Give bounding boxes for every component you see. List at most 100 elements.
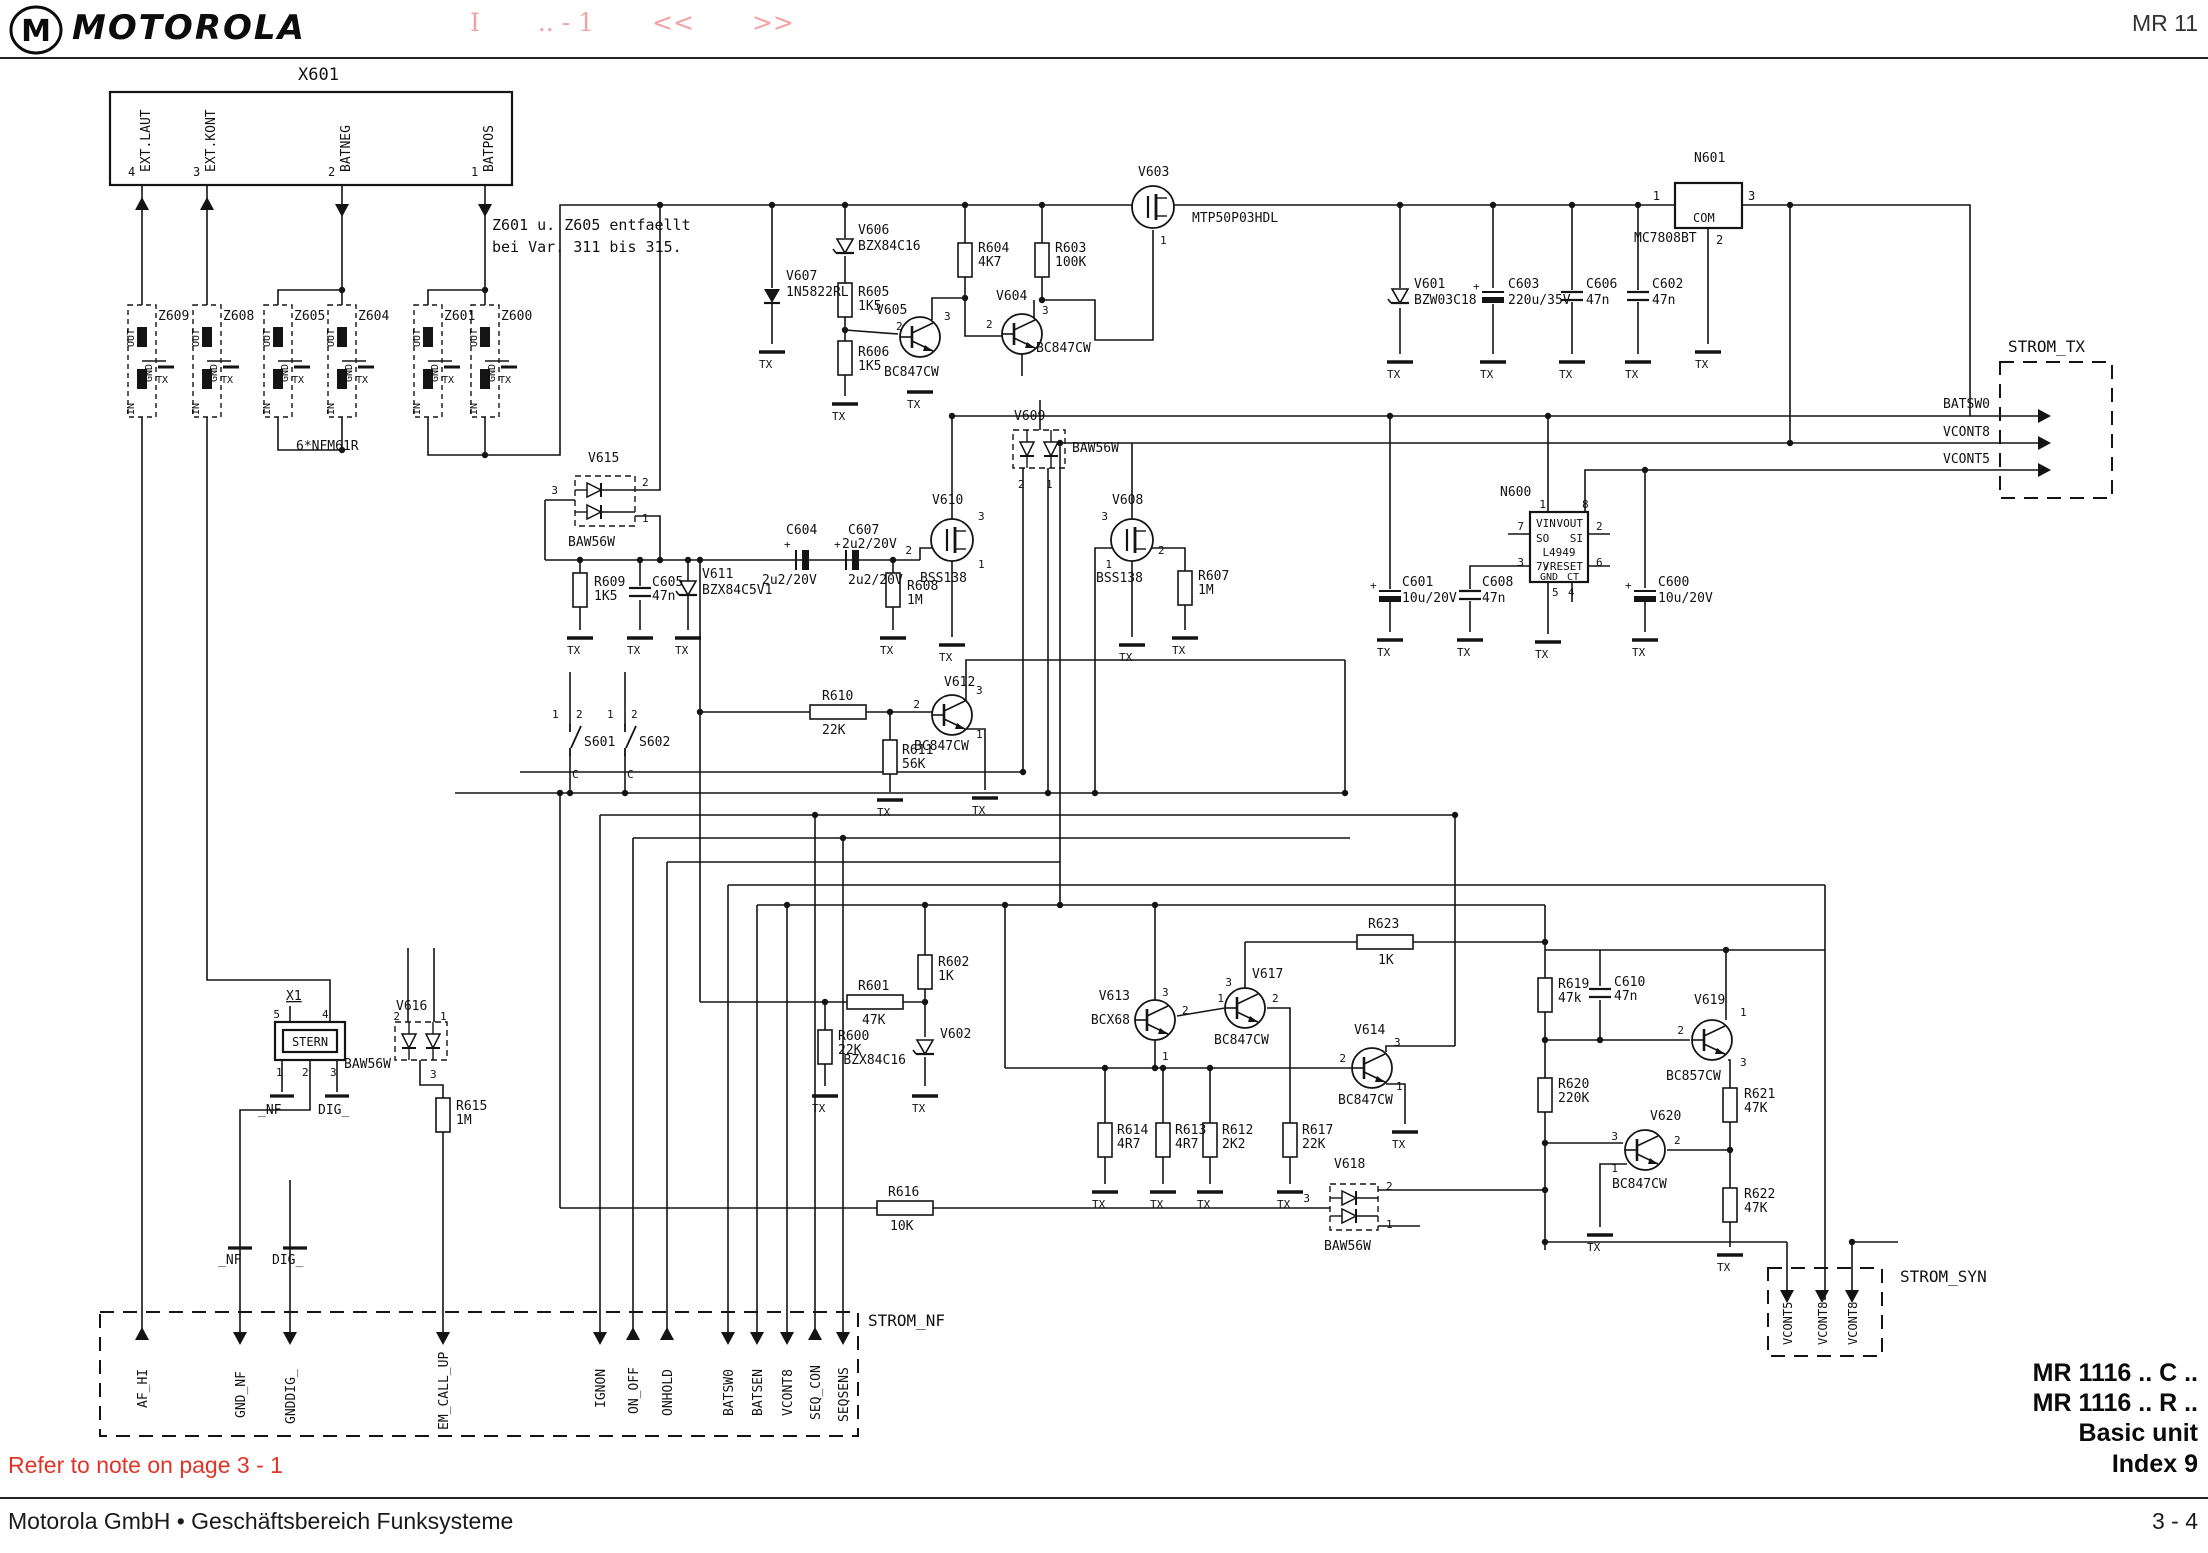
schematic-label: BZX84C16 xyxy=(858,239,921,254)
schematic-label: 1 xyxy=(1539,498,1546,511)
schematic-label: 6*NFM61R xyxy=(296,439,359,454)
schematic-label: 22K xyxy=(822,723,846,738)
resistor-symbol xyxy=(1722,1187,1738,1223)
schematic-label: /RESET xyxy=(1543,560,1583,573)
schematic-label: 1 xyxy=(1160,234,1167,247)
schematic-label: GND xyxy=(1540,572,1558,583)
wire xyxy=(1584,469,2040,512)
schematic-label: L4949 xyxy=(1542,546,1575,559)
schematic-label: STROM_NF xyxy=(868,1311,945,1330)
schematic-label: GNDDIG_ xyxy=(284,1369,299,1424)
gnd-tx-label: TX xyxy=(675,644,689,657)
schematic-label: 3 xyxy=(944,310,951,323)
junction-dot xyxy=(841,201,849,209)
resistor-symbol xyxy=(957,242,973,278)
schematic-label: S601 xyxy=(584,735,615,750)
wire xyxy=(919,547,932,560)
sheet-title-line2: MR 1116 .. R .. xyxy=(2032,1389,2198,1417)
dual-diode-symbol xyxy=(1341,1207,1358,1225)
schematic-label: 1 xyxy=(1396,1080,1403,1093)
schematic-label: VCONT8 xyxy=(1816,1302,1830,1345)
schematic-label: 1 xyxy=(276,1066,283,1079)
junction-dot xyxy=(961,201,969,209)
schematic-label: R609 xyxy=(594,575,625,590)
capacitor-symbol xyxy=(802,550,809,570)
gnd-tx-label: TX xyxy=(1377,646,1391,659)
dual-diode-symbol xyxy=(1329,1183,1379,1231)
schematic-label: 2 xyxy=(1272,992,1279,1005)
schematic-label: BATSEN xyxy=(751,1369,766,1416)
capacitor-symbol xyxy=(1379,596,1401,602)
schematic-label: 10K xyxy=(890,1219,914,1234)
schematic-label: BSS138 xyxy=(920,571,967,586)
zener-diode-symbol xyxy=(832,248,837,254)
nav-prev-icon[interactable]: << xyxy=(652,8,694,37)
document-reference: MR 11 xyxy=(2131,10,2198,36)
wire xyxy=(206,417,331,1022)
nav-next-icon[interactable]: >> xyxy=(751,8,794,37)
arrow-icon xyxy=(233,1332,247,1345)
junction-dot xyxy=(556,789,564,797)
schematic-label: Z601 u. Z605 entfaellt xyxy=(492,216,691,234)
gnd-tx-label: TX xyxy=(567,644,581,657)
schematic-label: 1 xyxy=(1217,992,1224,1005)
schematic-label: OUT xyxy=(326,329,337,347)
schematic-label: IGNON xyxy=(594,1369,609,1408)
junction-dot xyxy=(1641,466,1649,474)
schematic-label: 1M xyxy=(456,1113,472,1128)
transistor-symbol xyxy=(1636,1135,1659,1147)
nav-page-marker-icon[interactable]: I xyxy=(470,8,480,37)
gnd-tx-label: TX xyxy=(1587,1241,1601,1254)
transistor-symbol xyxy=(1363,1053,1386,1065)
schematic-label: 2 xyxy=(1018,478,1025,491)
schematic-label: 2K2 xyxy=(1222,1137,1245,1152)
resistor-symbol xyxy=(837,282,853,318)
schematic-label: V614 xyxy=(1354,1023,1385,1038)
arrow-icon xyxy=(2038,409,2051,423)
schematic-label: SI xyxy=(1570,532,1583,545)
junction-dot xyxy=(841,326,849,334)
schematic-label: V615 xyxy=(588,451,619,466)
component-box xyxy=(1673,181,1744,230)
schematic-label: 3 xyxy=(1162,986,1169,999)
schematic-label: 1 xyxy=(1162,1050,1169,1063)
schematic-label: 2 xyxy=(1674,1134,1681,1147)
capacitor-symbol xyxy=(852,550,859,570)
transistor-symbol xyxy=(1025,342,1035,348)
schematic-label: GND xyxy=(344,364,355,382)
junction-dot xyxy=(684,556,692,564)
schematic-label: VIN xyxy=(1536,517,1556,530)
junction-dot xyxy=(1544,412,1552,420)
mosfet-symbol xyxy=(1110,518,1154,562)
schematic-label: Z605 xyxy=(294,309,325,324)
schematic-label: OUT xyxy=(412,329,423,347)
arrow-icon xyxy=(721,1332,735,1345)
schematic-label: 3 xyxy=(1748,189,1755,203)
wire xyxy=(1176,1007,1226,1017)
arrow-icon xyxy=(2038,463,2051,477)
schematic-label: 1 xyxy=(976,728,983,741)
dual-diode-symbol xyxy=(1042,441,1060,458)
schematic-label: DIG_ xyxy=(318,1103,349,1118)
schematic-label: 2 xyxy=(1596,520,1603,533)
schematic-label: OUT xyxy=(126,329,137,347)
schematic-label: OUT xyxy=(191,329,202,347)
schematic-label: V612 xyxy=(944,675,975,690)
resistor-symbol xyxy=(1155,1122,1171,1158)
schematic-label: Z600 xyxy=(501,309,532,324)
junction-dot xyxy=(1489,201,1497,209)
wire xyxy=(1386,1083,1406,1124)
gnd-tx-label: TX xyxy=(832,410,846,423)
junction-dot xyxy=(839,834,847,842)
schematic-label: BAW56W xyxy=(344,1057,391,1072)
schematic-label: ON_OFF xyxy=(627,1367,642,1414)
schematic-label: BATPOS xyxy=(482,125,497,172)
schematic-label: STERN xyxy=(292,1035,328,1049)
schematic-label: EXT.KONT xyxy=(204,109,219,172)
nav-page-indicator[interactable]: .. - 1 xyxy=(537,8,595,37)
schematic-label: 3 xyxy=(978,510,985,523)
schematic-label: 2 xyxy=(631,708,638,721)
junction-dot xyxy=(1019,768,1027,776)
wire xyxy=(427,417,485,456)
